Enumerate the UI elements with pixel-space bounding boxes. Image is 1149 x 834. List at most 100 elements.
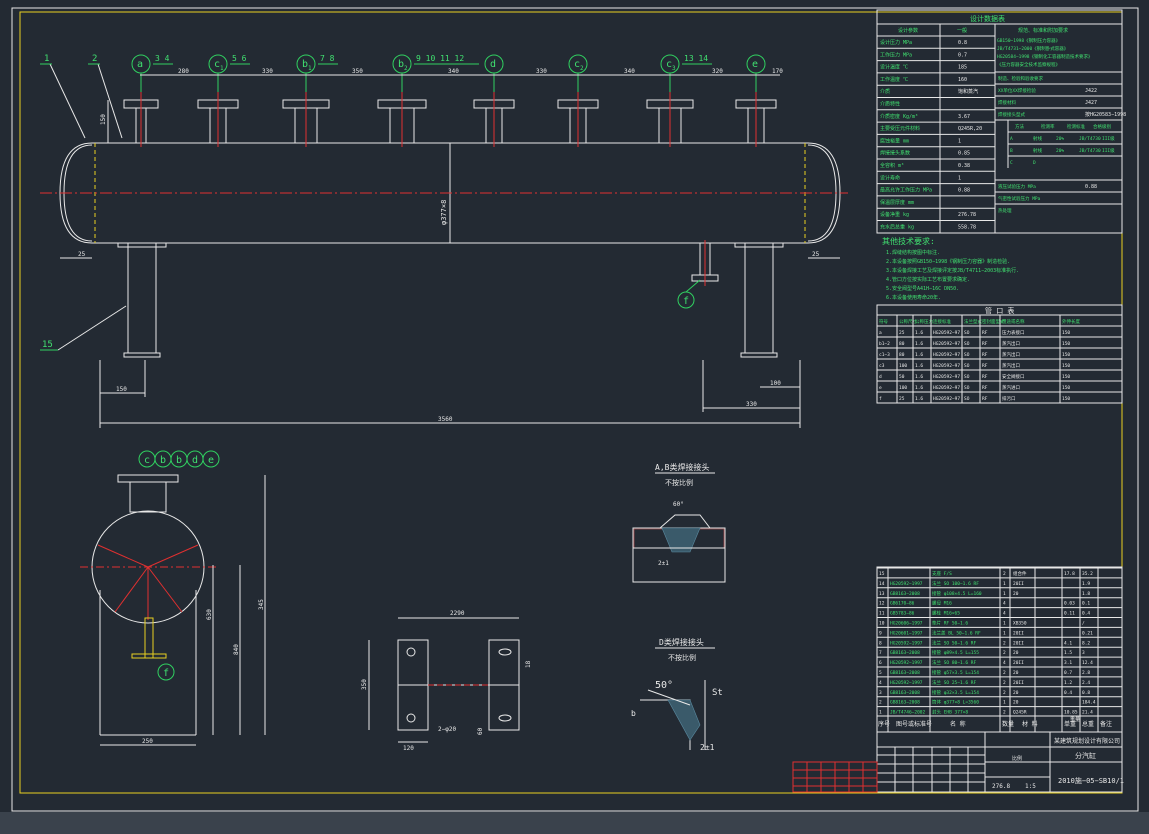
design-right-val-2: J427 bbox=[1085, 100, 1097, 106]
ndt-cell-1-3: JB/T4730 bbox=[1079, 148, 1101, 154]
nozzle-table-header-7: 外伸长度 bbox=[1062, 318, 1080, 325]
bom-cell-11-3: 2 bbox=[1003, 680, 1006, 686]
bom-cell-12-4: 20 bbox=[1013, 690, 1019, 696]
ndt-cell-2-1: D bbox=[1033, 160, 1036, 166]
bom-cell-10-1: GB8163−2008 bbox=[890, 670, 920, 676]
nozzle-table-header-0: 符号 bbox=[879, 318, 888, 325]
design-right-val-3: 按HG20583−1998 bbox=[1085, 111, 1126, 118]
bom-cell-6-2: 法兰盖 BL 50−1.6 RF bbox=[932, 629, 981, 636]
nozzle-table-cell-6-5: RF bbox=[982, 396, 988, 402]
bom-cell-14-5: 10.85 bbox=[1064, 710, 1078, 716]
nozzle-table-cell-4-6: 安全阀接口 bbox=[1002, 373, 1025, 380]
design-right-val-1: J422 bbox=[1085, 88, 1097, 94]
nozzle-table-cell-4-7: 150 bbox=[1062, 374, 1070, 380]
design-value-4: 饱和蒸汽 bbox=[958, 88, 978, 95]
design-value-11: 1 bbox=[958, 175, 961, 181]
bom-cell-11-5: 1.2 bbox=[1064, 680, 1072, 686]
bom-cell-6-0: 9 bbox=[879, 630, 882, 636]
nozzle-spacing-5: 340 bbox=[624, 68, 635, 75]
bom-cell-6-3: 1 bbox=[1003, 630, 1006, 636]
bom-cell-5-3: 1 bbox=[1003, 621, 1006, 627]
design-param-0: 设计压力 MPa bbox=[880, 39, 912, 46]
design-right-3: 焊接接头型式 bbox=[998, 111, 1025, 118]
bom-cell-14-0: 1 bbox=[879, 710, 882, 716]
bom-cell-7-2: 法兰 SO 50−1.6 RF bbox=[932, 639, 977, 646]
drawing-scale: 1:5 bbox=[1025, 783, 1036, 790]
tech-notes-title: 其他技术要求: bbox=[882, 236, 935, 246]
design-value-3: 160 bbox=[958, 77, 967, 83]
bom-cell-13-4: 20 bbox=[1013, 700, 1019, 706]
design-header-2: 规范、标准和附加要求 bbox=[1018, 27, 1068, 34]
ndt-cell-0-4: III级 bbox=[1102, 135, 1115, 142]
bom-cell-2-1: GB8163−2008 bbox=[890, 591, 920, 597]
tech-notes: 其他技术要求: 1.焊缝结构按图中标注.2.本设备按照GB150−1998《钢制… bbox=[882, 236, 1019, 301]
tech-note-3: 4.管口方位按实际工艺布置要求确定. bbox=[886, 276, 970, 283]
design-param-13: 保温层厚度 mm bbox=[880, 199, 914, 206]
nozzle-table-header-3: 连接标准 bbox=[933, 318, 951, 325]
bom-cell-14-2: 封头 EHB 377×8 bbox=[932, 709, 968, 716]
nozzle-table-cell-6-3: HG20592−97 bbox=[933, 396, 960, 402]
nozzle-table-header-6: 用途或名称 bbox=[1002, 318, 1025, 325]
bom-cell-7-3: 2 bbox=[1003, 640, 1006, 646]
bom-cell-10-5: 0.7 bbox=[1064, 670, 1072, 676]
weld-detail-ab: A,B类焊接接头 不按比例 60° 2±1 bbox=[632, 462, 726, 583]
nozzle-table-cell-2-6: 蒸汽出口 bbox=[1002, 351, 1020, 358]
nozzle-table-cell-4-5: RF bbox=[982, 374, 988, 380]
nozzle-table-cell-3-7: 150 bbox=[1062, 363, 1070, 369]
bom-cell-13-1: GB8163−2008 bbox=[890, 700, 920, 706]
bom-cell-2-0: 13 bbox=[879, 591, 885, 597]
nozzle-table-cell-6-7: 150 bbox=[1062, 396, 1070, 402]
design-param-10: 全容积 m³ bbox=[880, 162, 904, 169]
drawing-weight: 276.8 bbox=[992, 783, 1010, 790]
nozzle-tag-6: c3 bbox=[666, 59, 676, 72]
nozzle-table-cell-0-2: 1.6 bbox=[915, 330, 923, 336]
test-label-1: 气密性试验压力 MPa bbox=[998, 195, 1041, 202]
bom-cell-3-5: 0.03 bbox=[1064, 601, 1075, 607]
nozzle-table-cell-0-0: a bbox=[879, 331, 882, 336]
nozzle-table-cell-5-4: SO bbox=[964, 385, 970, 391]
ndt-cell-1-4: III级 bbox=[1102, 147, 1115, 154]
bom-header-5: 单重 bbox=[1064, 720, 1076, 728]
right-end-dim: 25 bbox=[812, 251, 820, 258]
nozzle-table-header-5: 密封面型式 bbox=[982, 318, 1005, 325]
nozzle-table-header-2: 公称压力 bbox=[915, 318, 933, 325]
nozzle-table-cell-1-1: 80 bbox=[899, 341, 905, 347]
ndt-header-0: 方法 bbox=[1015, 123, 1024, 130]
design-table-title: 设计数据表 bbox=[970, 14, 1005, 23]
nozzle-table-cell-2-1: 80 bbox=[899, 352, 905, 358]
design-note-0: GB150−1998《钢制压力容器》 bbox=[997, 37, 1060, 44]
ndt-cell-0-1: 射线 bbox=[1033, 135, 1042, 142]
bom-cell-12-6: 0.8 bbox=[1082, 690, 1090, 696]
bom-cell-12-0: 3 bbox=[879, 690, 882, 696]
bom-cell-9-3: 4 bbox=[1003, 660, 1006, 666]
nozzle-table-cell-3-3: HG20592−97 bbox=[933, 363, 960, 369]
design-param-15: 充水后总重 kg bbox=[880, 224, 914, 231]
bom-cell-8-3: 2 bbox=[1003, 650, 1006, 656]
bom-cell-5-6: / bbox=[1082, 621, 1085, 627]
nozzle-table-cell-3-2: 1.6 bbox=[915, 363, 923, 369]
ndt-header-1: 检测率 bbox=[1041, 123, 1055, 130]
bom-cell-7-6: 8.2 bbox=[1082, 640, 1090, 646]
side-tag-4: e bbox=[208, 455, 214, 466]
nozzle-table-cell-0-6: 压力表接口 bbox=[1002, 329, 1025, 336]
plate-side2-dim: 60 bbox=[477, 727, 484, 735]
bom-cell-1-6: 1.9 bbox=[1082, 581, 1090, 587]
design-value-2: 185 bbox=[958, 65, 967, 71]
bom-cell-0-0: 15 bbox=[879, 571, 885, 577]
bom-cell-11-2: 法兰 SO 25−1.6 RF bbox=[932, 679, 977, 686]
design-note-3: 《压力容器安全技术监察规程》 bbox=[997, 61, 1060, 68]
bom-cell-10-4: 20 bbox=[1013, 670, 1019, 676]
bom-cell-11-6: 2.4 bbox=[1082, 680, 1090, 686]
nozzle-table-cell-4-1: 50 bbox=[899, 374, 905, 380]
bom-cell-8-2: 接管 φ89×4.5 L=155 bbox=[932, 649, 979, 656]
design-param-1: 工作压力 MPa bbox=[880, 51, 912, 58]
ndt-header-3: 合格级别 bbox=[1093, 123, 1111, 130]
bom-cell-9-6: 12.4 bbox=[1082, 660, 1093, 666]
bom-cell-7-4: 20II bbox=[1013, 640, 1024, 646]
bom-cell-0-5: 17.8 bbox=[1064, 571, 1075, 577]
bom-header-4: 材 料 bbox=[1022, 720, 1038, 728]
bom-cell-11-4: 20II bbox=[1013, 680, 1024, 686]
design-value-1: 0.7 bbox=[958, 52, 967, 58]
